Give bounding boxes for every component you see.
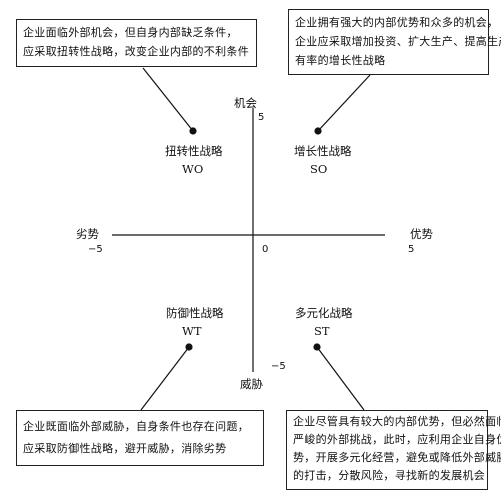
wo-description-box: 企业面临外部机会，但自身内部缺乏条件， 应采取扭转性战略，改变企业内部的不利条件	[16, 19, 257, 67]
axis-label-opportunity: 机会	[234, 96, 257, 110]
st-description-line: 企业尽管具有较大的内部优势，但必然面临	[293, 415, 501, 428]
axis-label-weakness: 劣势	[76, 227, 99, 241]
so-point-dot	[314, 127, 322, 135]
wt-description-box: 企业既面临外部威胁，自身条件也存在问题， 应采取防御性战略，避开威胁，消除劣势	[16, 410, 264, 466]
so-strategy-code: SO	[310, 162, 328, 176]
st-point-dot	[313, 343, 321, 351]
wo-strategy-code: WO	[182, 162, 204, 176]
axis-label-strength: 优势	[410, 227, 433, 241]
so-strategy-name: 增长性战略	[294, 144, 352, 158]
wo-connector-line	[142, 67, 194, 132]
wo-description-line: 应采取扭转性战略，改变企业内部的不利条件	[23, 45, 249, 58]
st-strategy-code: ST	[314, 324, 330, 338]
wt-point-dot	[185, 343, 193, 351]
st-description-box: 企业尽管具有较大的内部优势，但必然面临 严峻的外部挑战，此时，应利用企业自身优 …	[286, 410, 501, 490]
so-description-line: 企业应采取增加投资、扩大生产、提高生产占	[295, 35, 501, 48]
so-description-line: 企业拥有强大的内部优势和众多的机会，	[295, 16, 499, 29]
wo-point-dot	[189, 127, 197, 135]
wt-strategy-name: 防御性战略	[166, 306, 224, 320]
axis-value-top: 5	[258, 112, 265, 123]
wo-description-line: 企业面临外部机会，但自身内部缺乏条件，	[23, 26, 238, 39]
st-description-line: 严峻的外部挑战，此时，应利用企业自身优	[293, 433, 501, 446]
st-connector-line	[316, 346, 365, 411]
wt-description-line: 应采取防御性战略，避开威胁，消除劣势	[23, 442, 227, 455]
wt-description-line: 企业既面临外部威胁，自身条件也存在问题，	[23, 420, 249, 433]
wt-strategy-code: WT	[182, 324, 202, 338]
st-description-line: 势，开展多元化经营，避免或降低外部威胁	[293, 451, 501, 464]
st-description-line: 的打击，分散风险，寻找新的发展机会	[293, 469, 486, 482]
so-description-line: 有率的增长性战略	[295, 54, 386, 67]
axis-label-threat: 威胁	[240, 377, 263, 391]
axis-value-bottom: −5	[271, 361, 286, 372]
wt-connector-line	[140, 346, 190, 411]
axis-value-right: 5	[408, 244, 415, 255]
axis-value-left: −5	[88, 244, 103, 255]
axis-value-origin: 0	[262, 244, 269, 255]
st-strategy-name: 多元化战略	[295, 306, 353, 320]
wo-strategy-name: 扭转性战略	[165, 144, 223, 158]
so-description-box: 企业拥有强大的内部优势和众多的机会， 企业应采取增加投资、扩大生产、提高生产占 …	[288, 9, 501, 75]
so-connector-line	[317, 74, 371, 132]
